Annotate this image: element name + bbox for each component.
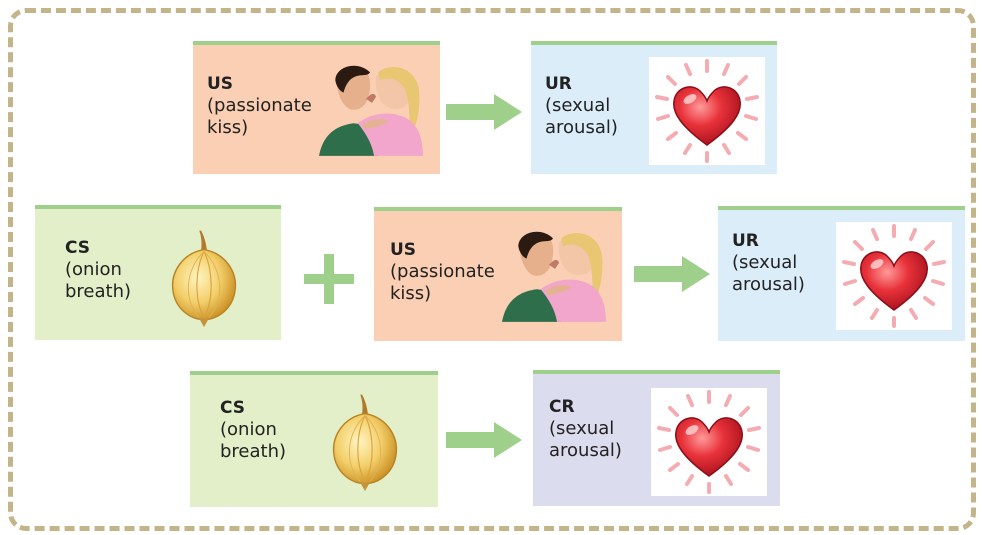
cs-desc: (onion breath) xyxy=(65,259,132,302)
glowing-heart-icon xyxy=(651,388,767,496)
kissing-couple-icon xyxy=(317,57,425,165)
ur-box-row1: UR (sexual arousal) xyxy=(531,41,777,174)
cr-box-row3: CR (sexual arousal) xyxy=(533,370,780,506)
cs-box-row2: CS (onion breath) xyxy=(35,205,281,340)
us-box-row1: US (passionate kiss) xyxy=(193,41,440,174)
arrow-right-icon xyxy=(446,422,522,458)
cr-text: CR (sexual arousal) xyxy=(549,396,622,462)
glowing-heart-icon xyxy=(649,57,765,165)
dashed-frame xyxy=(8,8,976,531)
ur-desc: (sexual arousal) xyxy=(545,95,618,138)
onion-icon xyxy=(324,389,406,493)
ur-box-row2: UR (sexual arousal) xyxy=(718,206,965,341)
ur-text: UR (sexual arousal) xyxy=(732,230,805,296)
onion-icon xyxy=(163,225,245,329)
ur-desc: (sexual arousal) xyxy=(732,252,805,295)
cs-box-row3: CS (onion breath) xyxy=(190,371,438,507)
kissing-couple-icon xyxy=(500,223,608,331)
arrow-right-icon xyxy=(634,256,710,292)
cs-desc: (onion breath) xyxy=(220,419,287,462)
us-desc: (passionate kiss) xyxy=(207,95,312,138)
us-desc: (passionate kiss) xyxy=(390,261,495,304)
ur-label: UR xyxy=(732,231,759,251)
plus-icon: + xyxy=(304,254,354,304)
us-text: US (passionate kiss) xyxy=(390,239,495,305)
us-box-row2: US (passionate kiss) xyxy=(374,207,622,341)
cr-label: CR xyxy=(549,397,575,417)
arrow-right-icon xyxy=(446,94,522,130)
glowing-heart-icon xyxy=(836,222,952,330)
ur-label: UR xyxy=(545,74,572,94)
cs-text: CS (onion breath) xyxy=(65,237,131,303)
cr-desc: (sexual arousal) xyxy=(549,418,622,461)
cs-label: CS xyxy=(65,238,91,258)
ur-text: UR (sexual arousal) xyxy=(545,73,618,139)
us-label: US xyxy=(207,74,234,94)
cs-text: CS (onion breath) xyxy=(220,397,286,463)
cs-label: CS xyxy=(220,398,246,418)
us-label: US xyxy=(390,240,417,260)
us-text: US (passionate kiss) xyxy=(207,73,312,139)
